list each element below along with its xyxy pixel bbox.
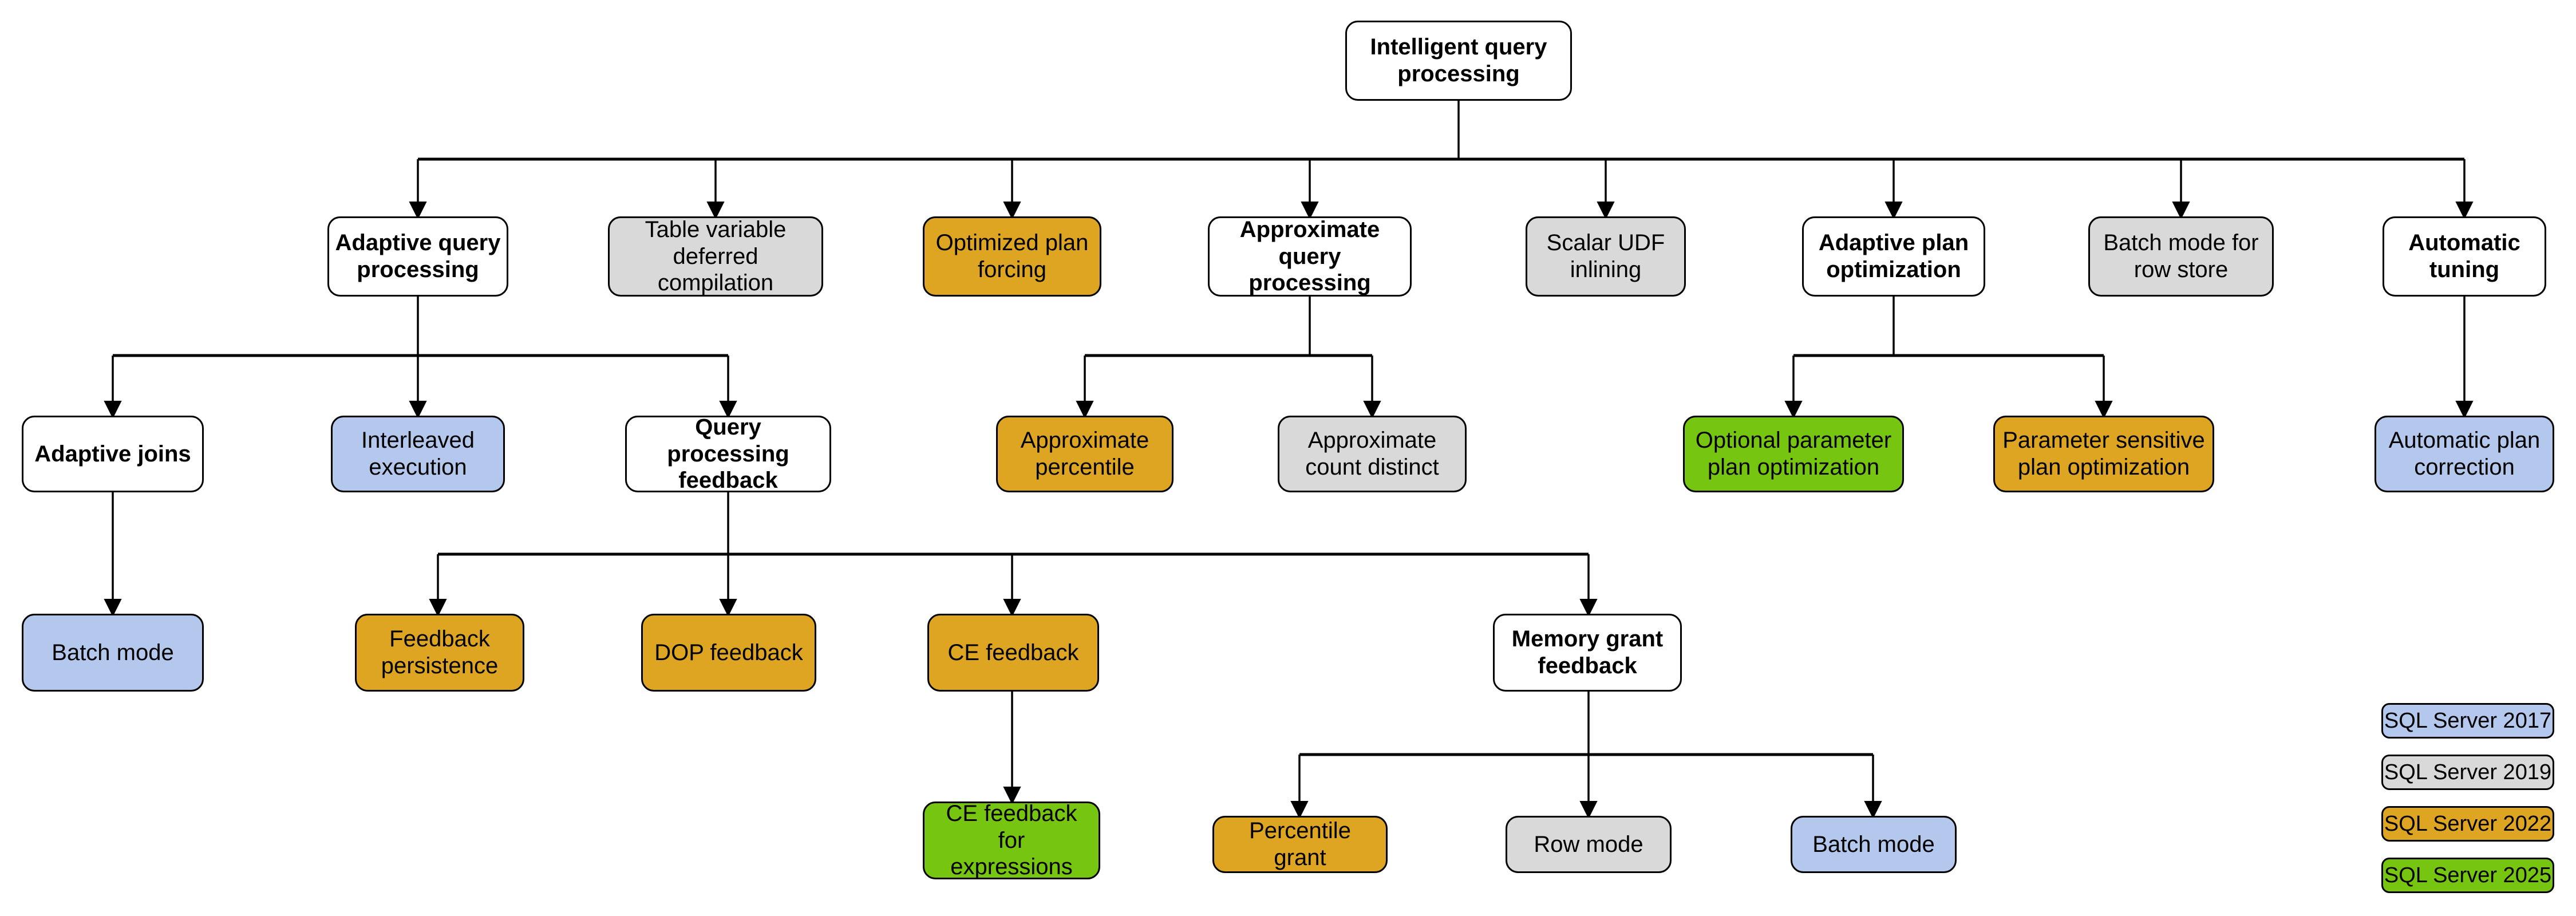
node-dop-feedback[interactable]: DOP feedback [641,614,816,692]
node-optional-parameter-plan-optimization[interactable]: Optional parameter plan optimization [1683,416,1904,492]
legend-item-sql-server-2022[interactable]: SQL Server 2022 [2381,806,2554,842]
node-interleaved-execution[interactable]: Interleaved execution [331,416,505,492]
node-intelligent-query-processing[interactable]: Intelligent query processing [1345,21,1572,101]
node-row-mode[interactable]: Row mode [1506,816,1672,873]
node-ce-feedback[interactable]: CE feedback [927,614,1099,692]
legend-label: SQL Server 2017 [2384,708,2552,733]
node-query-processing-feedback[interactable]: Query processing feedback [625,414,831,493]
node-table-variable-deferred-compilation[interactable]: Table variable deferred compilation [608,216,823,297]
node-approximate-query-processing[interactable]: Approximate query processing [1208,216,1412,297]
node-batch-mode-for-row-store[interactable]: Batch mode for row store [2088,216,2274,297]
node-automatic-plan-correction[interactable]: Automatic plan correction [2374,416,2554,492]
node-adaptive-plan-optimization[interactable]: Adaptive plan optimization [1802,216,1985,297]
node-optimized-plan-forcing[interactable]: Optimized plan forcing [923,216,1101,297]
node-automatic-tuning[interactable]: Automatic tuning [2383,216,2546,297]
node-memory-grant-feedback[interactable]: Memory grant feedback [1493,614,1682,692]
legend-item-sql-server-2025[interactable]: SQL Server 2025 [2381,858,2554,893]
node-parameter-sensitive-plan-optimization[interactable]: Parameter sensitive plan optimization [1993,416,2214,492]
node-adaptive-joins[interactable]: Adaptive joins [22,416,204,492]
legend-item-sql-server-2019[interactable]: SQL Server 2019 [2381,755,2554,790]
node-scalar-udf-inlining[interactable]: Scalar UDF inlining [1526,216,1686,297]
legend-label: SQL Server 2025 [2384,863,2552,887]
legend-item-sql-server-2017[interactable]: SQL Server 2017 [2381,703,2554,739]
legend-label: SQL Server 2019 [2384,760,2552,784]
node-adaptive-query-processing[interactable]: Adaptive query processing [327,216,508,297]
node-percentile-grant[interactable]: Percentile grant [1212,816,1388,873]
node-ce-feedback-for-expressions[interactable]: CE feedback for expressions [923,801,1100,879]
node-approximate-count-distinct[interactable]: Approximate count distinct [1278,416,1467,492]
node-approximate-percentile[interactable]: Approximate percentile [996,416,1174,492]
legend-label: SQL Server 2022 [2384,811,2552,836]
node-batch-mode-adaptive-joins[interactable]: Batch mode [22,614,204,692]
node-feedback-persistence[interactable]: Feedback persistence [355,614,524,692]
node-batch-mode-memory-grant[interactable]: Batch mode [1791,816,1957,873]
